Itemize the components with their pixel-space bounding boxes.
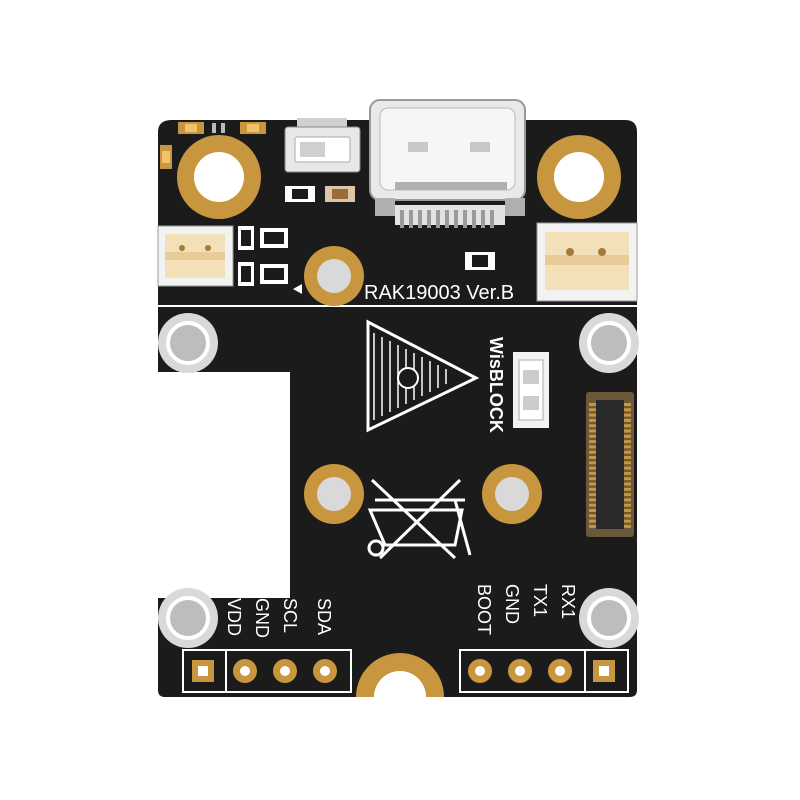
mounting-hole-top-left (177, 135, 261, 219)
b2b-pin (589, 509, 596, 512)
slide-switch[interactable] (284, 118, 361, 173)
pin-label-tx1: TX1 (530, 584, 550, 617)
board-model-label: RAK19003 Ver.B (364, 282, 514, 304)
b2b-pin (589, 413, 596, 417)
b2b-pin (589, 429, 596, 433)
b2b-pin (589, 418, 596, 422)
pin-label-sda: SDA (314, 598, 334, 635)
via-bottom-right (482, 464, 542, 524)
b2b-pin (624, 519, 631, 523)
b2b-pin (589, 450, 596, 454)
b2b-pin (624, 456, 631, 459)
pin-header-left[interactable] (182, 649, 352, 693)
solar-connector-right[interactable] (536, 222, 638, 302)
b2b-pin (624, 408, 631, 412)
b2b-pin (624, 493, 631, 497)
via-top-center (304, 246, 364, 306)
b2b-pin (589, 424, 596, 428)
mounting-hole-bottom-center (356, 653, 444, 697)
b2b-pin (624, 434, 631, 438)
weee-bin-icon (367, 478, 472, 560)
b2b-pin (624, 477, 631, 481)
pin-label-vdd: VDD (224, 598, 244, 636)
b2b-pin (624, 424, 631, 428)
b2b-pin (624, 461, 631, 465)
b2b-pin (589, 403, 596, 406)
pin-label-gnd-right: GND (502, 584, 522, 624)
b2b-pin (624, 514, 631, 518)
usb-c-connector[interactable] (369, 99, 526, 228)
brand-label: WisBLOCK (486, 337, 506, 433)
smd-ics (238, 226, 495, 294)
b2b-pin (624, 413, 631, 417)
b2b-pin (624, 487, 631, 491)
pin-label-scl: SCL (280, 598, 300, 633)
b2b-pin (624, 503, 631, 507)
b2b-pin (589, 408, 596, 412)
b2b-pin (624, 524, 631, 528)
b2b-pin (589, 493, 596, 497)
b2b-pin (624, 403, 631, 406)
b2b-pin (624, 466, 631, 470)
b2b-pin (589, 482, 596, 486)
b2b-pin (589, 445, 596, 449)
b2b-pin (624, 445, 631, 449)
pin-label-gnd-left: GND (252, 598, 272, 638)
pin-header-right[interactable] (459, 649, 629, 693)
b2b-pin (589, 471, 596, 475)
board-to-board-connector[interactable] (586, 392, 634, 537)
b2b-pin (589, 477, 596, 481)
b2b-pin (589, 524, 596, 528)
b2b-pin (589, 514, 596, 518)
rak-triangle-logo-icon (366, 319, 480, 433)
b2b-pin (624, 498, 631, 502)
b2b-pin (624, 440, 631, 444)
mounting-hole-bottom-right (579, 588, 639, 648)
mounting-hole-top-right (537, 135, 621, 219)
b2b-pin (589, 487, 596, 491)
mounting-hole-mid-left (158, 313, 218, 373)
b2b-pin (624, 429, 631, 433)
b2b-pin (589, 498, 596, 502)
b2b-pin (624, 509, 631, 512)
b2b-pin (589, 461, 596, 465)
small-white-connector (513, 352, 549, 428)
via-bottom-left (304, 464, 364, 524)
pin-label-boot: BOOT (474, 584, 494, 635)
b2b-pin (589, 434, 596, 438)
smd-resistors (285, 186, 355, 202)
mounting-hole-mid-right (579, 313, 639, 373)
mounting-hole-bottom-left (158, 588, 218, 648)
pin-label-rx1: RX1 (558, 584, 578, 619)
b2b-pin (624, 418, 631, 422)
pin-labels-right: BOOT GND TX1 RX1 (474, 584, 578, 635)
b2b-pin (589, 519, 596, 523)
battery-connector-left[interactable] (157, 225, 234, 287)
b2b-pin (624, 482, 631, 486)
top-left-leds (160, 122, 266, 169)
b2b-pin (624, 471, 631, 475)
pin-labels-left: VDD GND SCL SDA (224, 598, 334, 638)
b2b-pin (589, 456, 596, 459)
b2b-pin (624, 450, 631, 454)
b2b-pin (589, 440, 596, 444)
b2b-pin (589, 503, 596, 507)
b2b-pin (589, 466, 596, 470)
